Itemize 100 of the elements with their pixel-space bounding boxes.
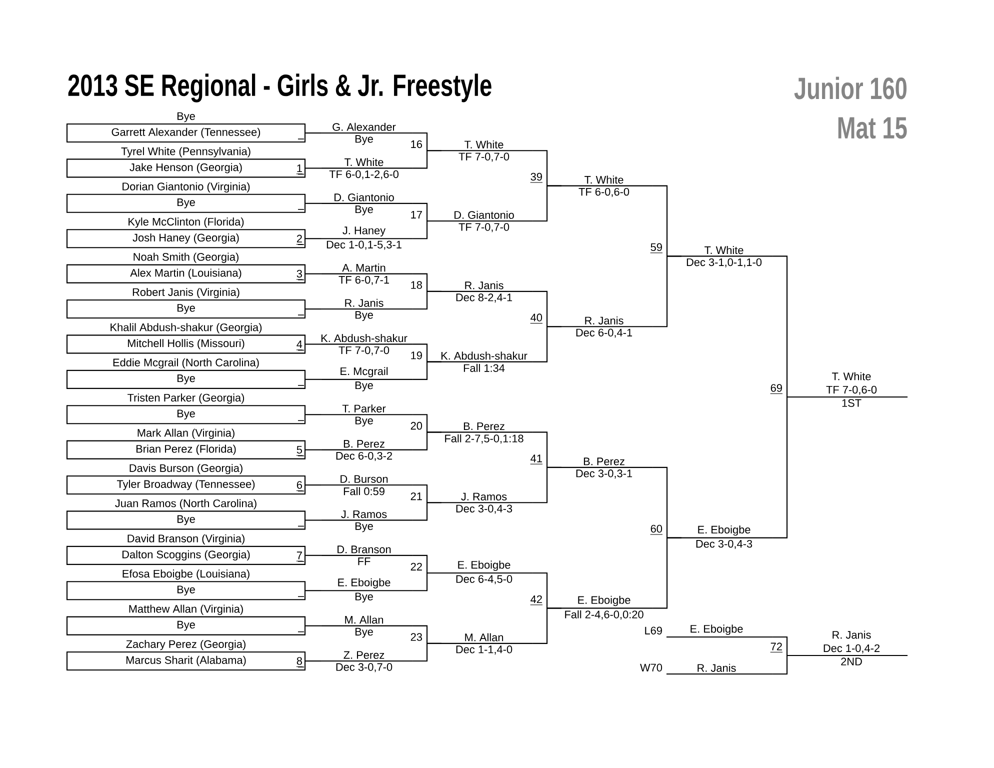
winner-line: R. Janis [666,664,773,675]
winner-line: A. Martin TF 6-0,7-1 [321,264,413,285]
bracket-line [306,520,322,521]
bracket-line [306,378,322,380]
bracket-line [306,344,322,345]
node-label: Bye [177,112,195,122]
winner-line: K. Abdush-shakur Fall 1:34 [441,352,533,372]
bracket-line [306,484,322,486]
bracket-line [412,220,442,240]
bracket-line [412,642,442,662]
bout-number: 1 [296,164,303,174]
node-label: Khalil Abdush-shakur (Georgia) [110,323,262,334]
node-label: Davis Burson (Georgia) [130,464,242,474]
bout-number: 16 [411,140,422,148]
bracket-line [412,572,442,592]
bout-number: 41 [530,454,543,464]
wrestler-box: Bye Garrett Alexander (Tennessee) [66,112,306,143]
bracket-line [306,168,322,169]
bracket-line [306,414,322,416]
bout-number: 22 [410,562,422,570]
node-label: Mark Allan (Virginia) [138,428,234,439]
bout-number: 7 [296,552,303,562]
bracket-line [532,466,562,504]
bracket-line [652,256,682,328]
bout-number: W70 [640,664,662,672]
bracket-line [306,554,322,556]
bracket-line [306,660,322,662]
node-label: Eddie Mcgrail (North Carolina) [113,358,259,369]
bracket-line [306,238,322,240]
bracket-line [772,654,802,675]
bracket-line [772,396,802,538]
bout-number: 69 [770,384,783,394]
wrestler-box: Tristen Parker (Georgia) Bye [66,394,306,424]
winner-line: K. Abdush-shakur TF 7-0,7-0 [321,334,413,356]
wrestler-box: Dorian Giantonio (Virginia) Bye [66,182,306,213]
node-label: Robert Janis (Virginia) [132,288,240,298]
bout-number: 18 [411,281,422,289]
winner-line: E. Eboigbe Dec 3-0,4-3 [681,525,773,549]
bout-number: L69 [645,626,662,634]
bout-number: 5 [296,446,303,456]
bracket-line [306,273,322,274]
bout-number: 59 [650,243,663,254]
bracket-line [652,537,682,609]
winner-line: R. Janis Dec 8-2,4-1 [441,281,533,303]
bracket-line [412,361,442,380]
title: 2013 SE Regional - Girls & Jr. Freestyle [68,74,492,102]
winner-line: R. Janis Dec 6-0,4-1 [561,316,653,338]
heading-label: Junior 160 [794,76,907,100]
winner-line: T. White Dec 3-1,0-1,1-0 [681,246,773,268]
heading-label: Mat 15 [838,117,907,139]
node-label: Efosa Eboigbe (Louisiana) [122,570,250,580]
winner-line: D. Burson Fall 0:59 [321,475,413,496]
bout-number: 72 [770,642,783,652]
bout-number: 8 [296,657,303,667]
winner-line: T. White TF 6-0,6-0 [561,176,653,197]
bout-number: 17 [411,210,422,218]
winner-line: G. Alexander Bye [321,122,413,145]
winner-line: T. White TF 7-0,6-0 1ST [801,372,908,407]
winner-line: E. Eboigbe Fall 2-4,6-0,0:20 [561,596,653,620]
winner-line: T. Parker Bye [321,404,413,427]
node-label: Matthew Allan (Virginia) [129,604,243,615]
bout-number: 2 [296,234,303,245]
node-label: Dorian Giantonio (Virginia) [122,182,250,193]
bracket-line [412,432,442,450]
winner-line: T. White TF 6-0,1-2,6-0 [321,158,413,180]
bout-number: 21 [410,492,422,500]
bout-number: 23 [410,633,422,641]
bracket-line [306,132,322,134]
winner-line: B. Perez Dec 6-0,3-2 [321,440,413,461]
node-label: Noah Smith (Georgia) [134,252,238,263]
winner-line: J. Haney Dec 1-0,1-5,3-1 [321,226,413,250]
bracket-line [412,502,442,521]
bout-number: 40 [530,314,543,324]
bracket-line [412,290,442,310]
winner-line: D. Giantonio Bye [321,193,413,216]
bout-number: 39 [530,172,543,183]
node-label: Juan Ramos (North Carolina) [115,499,256,510]
winner-line: R. Janis Bye [321,298,413,321]
node-label: Zachary Perez (Georgia) [126,640,246,650]
winner-line: E. Eboigbe Bye [321,578,413,603]
winner-line: J. Ramos Dec 3-0,4-3 [441,492,533,514]
winner-line: Z. Perez Dec 3-0,7-0 [321,651,413,672]
winner-line: B. Perez Fall 2-7,5-0,1:18 [441,422,533,444]
wrestler-box: Robert Janis (Virginia) Bye [66,288,306,319]
bracket-line [306,590,322,592]
winner-line: M. Allan Dec 1-1,4-0 [441,633,533,655]
bracket-line [306,449,322,450]
winner-line: B. Perez Dec 3-0,3-1 [561,458,653,479]
bracket-line [306,625,322,626]
winner-line: J. Ramos Bye [321,510,413,532]
node-label: Kyle McClinton (Florida) [128,218,244,228]
winner-line: E. Eboigbe [666,624,773,638]
bout-number: 6 [296,481,303,491]
bout-number: 19 [411,352,422,360]
bout-number: 42 [530,595,543,606]
node-label: David Branson (Virginia) [128,534,244,545]
bout-number: 4 [296,340,303,350]
bracket-line [532,326,562,362]
bracket-line [306,202,322,204]
wrestler-box: Juan Ramos (North Carolina) Bye [66,499,306,530]
